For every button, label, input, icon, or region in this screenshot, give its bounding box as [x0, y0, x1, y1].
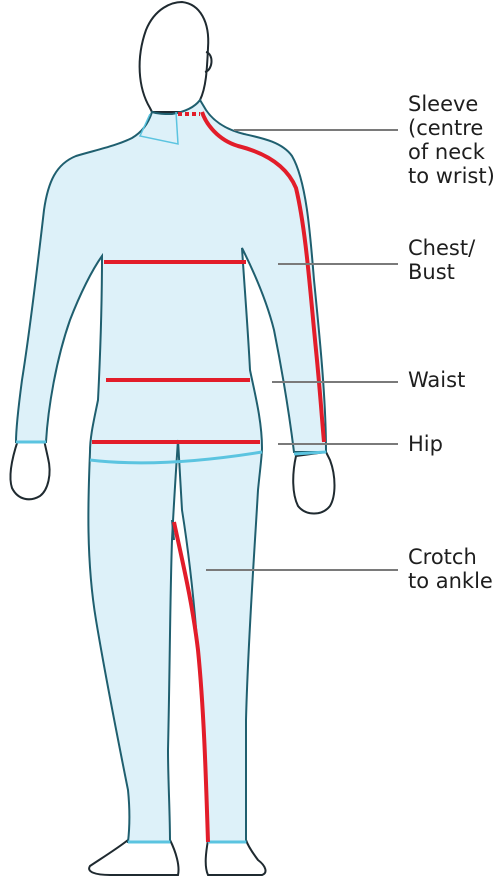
left-foot — [89, 840, 178, 875]
chest-bust-label: Chest/ Bust — [408, 236, 475, 284]
left-hand — [10, 440, 49, 499]
crotch-to-ankle-label: Crotch to ankle — [408, 545, 493, 593]
head-outline — [140, 2, 209, 112]
suit-silhouette — [16, 100, 326, 842]
waist-label: Waist — [408, 368, 465, 392]
sleeve-label: Sleeve (centre of neck to wrist) — [408, 92, 495, 188]
hip-label: Hip — [408, 432, 443, 456]
right-wrist-cuff — [294, 452, 326, 454]
right-hand — [293, 452, 334, 514]
right-foot — [206, 840, 266, 875]
